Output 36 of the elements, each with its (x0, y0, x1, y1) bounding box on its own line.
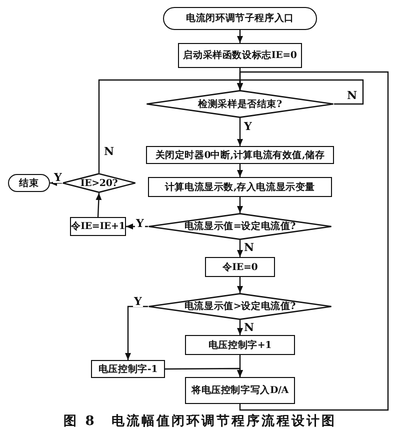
process-box: 启动采样函数设标志IE=0 (178, 43, 302, 68)
decision-diamond: 电流显示值=设定电流值? (148, 213, 332, 240)
arrow (237, 30, 243, 43)
process-box: 电压控制字-1 (91, 360, 165, 378)
decision-diamond: 电流显示值>设定电流值? (148, 293, 332, 320)
process-box: 令IE=0 (205, 257, 275, 277)
terminal-box: 电流闭环调节子程序入口 (163, 7, 317, 30)
arrow (237, 320, 243, 335)
edge-label: Y (243, 121, 253, 132)
edge-label: N (346, 90, 358, 101)
arrow (237, 240, 243, 257)
process-box: 令IE=IE+1 (70, 217, 126, 236)
arrow (98, 79, 243, 173)
arrow (50, 180, 62, 186)
process-box: 将电压控制字写入D/A (185, 377, 295, 404)
edge-label: N (103, 146, 116, 157)
decision-diamond: IE>20? (62, 173, 136, 193)
arrow (237, 277, 243, 293)
arrow (237, 71, 389, 411)
process-box: 电压控制字+1 (185, 335, 295, 355)
edge-label: Y (53, 172, 63, 183)
terminal-box: 结束 (8, 174, 50, 192)
arrow (125, 306, 148, 360)
edge-label: N (243, 322, 256, 333)
arrow (237, 197, 243, 213)
process-box: 计算电流显示数,存入电流显示变量 (148, 177, 332, 197)
decision-diamond: 检测采样是否结束? (146, 90, 334, 118)
edge-label: Y (133, 296, 143, 307)
arrow (237, 164, 243, 177)
figure-caption: 图 8 电流幅值闭环调节程序流程设计图 (62, 412, 338, 430)
edge-label: Y (135, 218, 145, 229)
arrow (96, 192, 102, 218)
process-box: 关闭定时器0中断,计算电流有效值,储存 (146, 146, 334, 164)
arrow (165, 368, 243, 377)
edge-label: N (243, 242, 256, 253)
arrow (237, 118, 243, 146)
